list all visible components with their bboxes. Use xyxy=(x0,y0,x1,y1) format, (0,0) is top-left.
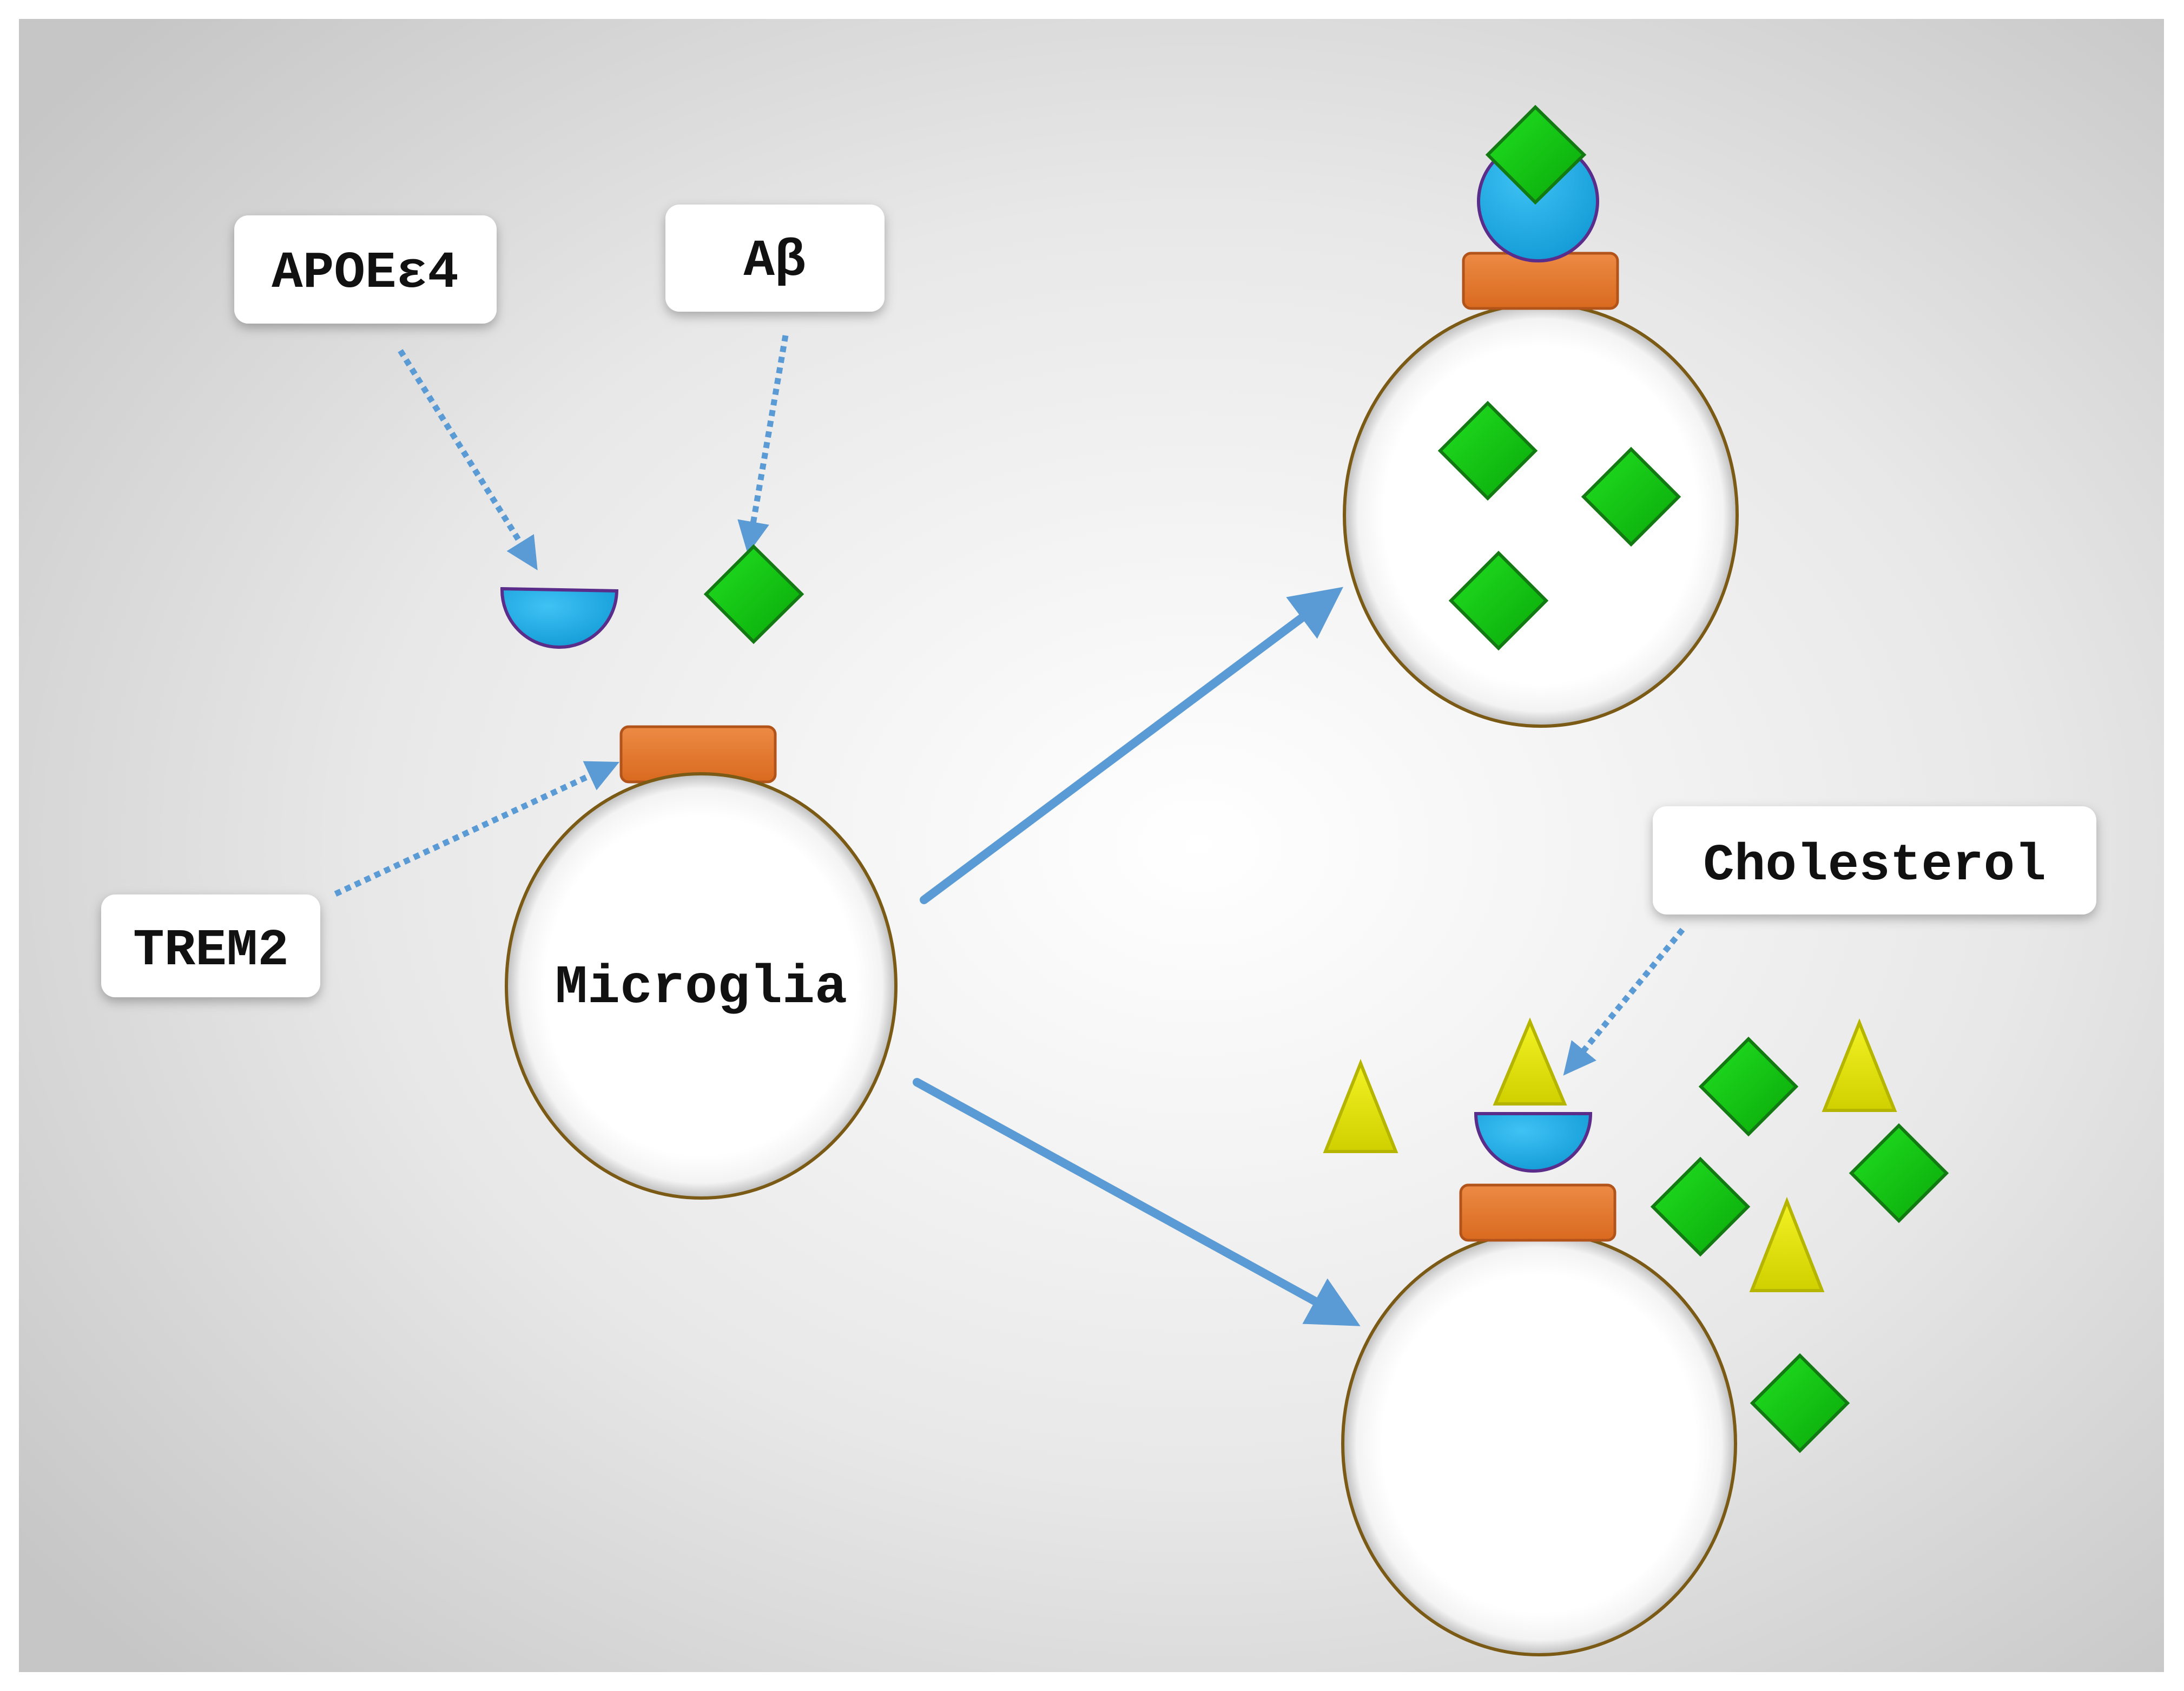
pointer-cholesterol xyxy=(1563,927,1685,1076)
label-abeta: Aβ xyxy=(665,205,885,312)
phagocytic-microglia xyxy=(1343,302,1739,728)
pointer-apoe xyxy=(398,349,538,570)
cholesterol-triangle xyxy=(1822,1018,1897,1112)
internalized-abeta xyxy=(1581,446,1681,547)
free-abeta xyxy=(1650,1156,1751,1257)
abeta-diamond xyxy=(1485,104,1587,205)
pointer-trem2 xyxy=(334,761,619,897)
svg-text:Microglia: Microglia xyxy=(555,958,847,1019)
svg-text:APOEε4: APOEε4 xyxy=(272,244,459,302)
label-cholesterol: Cholesterol xyxy=(1653,806,2096,914)
arrow-to-phagocytosis xyxy=(920,587,1343,904)
microglia-cell: Microglia xyxy=(505,772,898,1200)
cholesterol-bound-microglia xyxy=(1341,1231,1737,1656)
svg-text:Aβ: Aβ xyxy=(743,232,806,291)
internalized-abeta xyxy=(1437,400,1538,501)
svg-text:Cholesterol: Cholesterol xyxy=(1703,836,2046,895)
cholesterol-triangle xyxy=(1323,1058,1398,1153)
arrow-to-cholesterol-binding xyxy=(913,1078,1361,1326)
free-abeta xyxy=(1849,1123,1949,1223)
cholesterol-triangle xyxy=(1749,1196,1825,1292)
svg-text:TREM2: TREM2 xyxy=(133,921,289,980)
trem2-receptor xyxy=(1459,1183,1616,1242)
free-abeta xyxy=(1750,1353,1850,1453)
label-trem2: TREM2 xyxy=(101,894,320,997)
cholesterol-triangle xyxy=(1493,1017,1567,1106)
free-abeta xyxy=(1698,1036,1799,1137)
apoe4-ligand xyxy=(500,587,619,649)
pointer-abeta xyxy=(737,335,789,555)
apoe4-ligand xyxy=(1474,1112,1593,1173)
internalized-abeta xyxy=(1448,550,1549,651)
abeta-diamond xyxy=(703,544,804,644)
label-apoe4: APOEε4 xyxy=(234,215,497,324)
